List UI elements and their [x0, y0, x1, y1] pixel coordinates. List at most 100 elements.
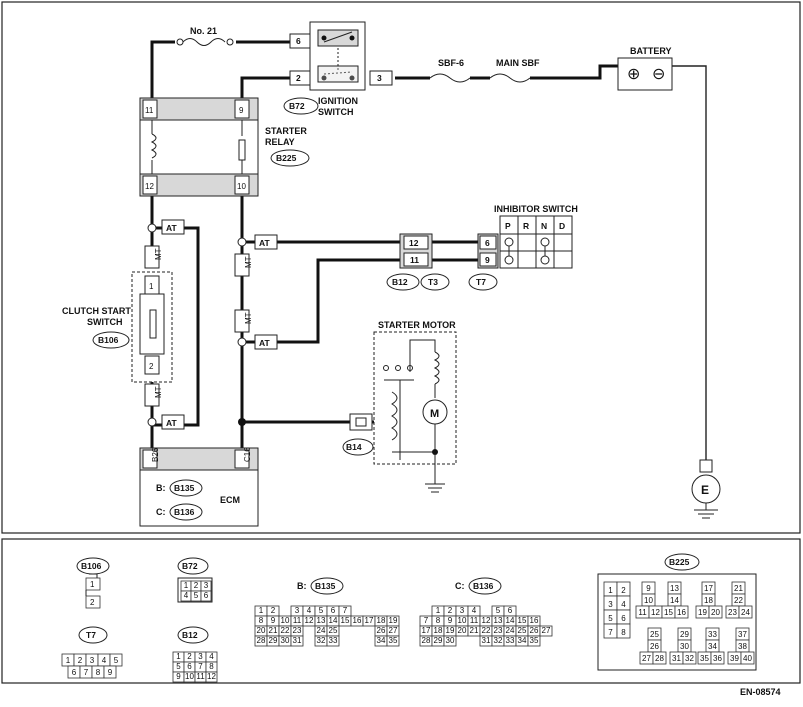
cv-b136-cell [539, 625, 553, 637]
relay-connector: B225 [276, 153, 297, 163]
cv-b12-pin: 4 [209, 652, 214, 661]
cv-b136-pin: 14 [506, 616, 515, 625]
pos-n: N [541, 221, 547, 231]
ecm-pin-b26: B26 [151, 447, 160, 462]
mt-tag: MT [154, 248, 163, 260]
junctions [147, 223, 247, 427]
harness-tags: AT AT AT AT MT MT MT MT [144, 219, 278, 430]
cv-t7-pin: 1 [66, 656, 71, 665]
connector-frame [1, 538, 801, 684]
relay-pin-9: 9 [239, 106, 244, 115]
cv-b135-pin: 16 [353, 616, 362, 625]
cv-b225-cell [710, 651, 725, 665]
inhibitor-switch: 12 11 6 9 P R N D INHIBITOR SWITCH B12 T… [386, 204, 578, 291]
cv-b135-pin: 15 [341, 616, 350, 625]
cv-b136-pin: 18 [434, 626, 443, 635]
cv-b136-pin: 24 [506, 626, 515, 635]
cv-b225-pin: 9 [646, 584, 651, 593]
conn-b12: B12 [392, 277, 408, 287]
pos-r: R [523, 221, 529, 231]
starter-motor: B14 STARTER MOTOR M [342, 320, 457, 493]
cv-b225-pin: 3 [608, 600, 613, 609]
relay-label-2: RELAY [265, 137, 295, 147]
cv-b136-pin: 34 [518, 636, 527, 645]
mt-tag: MT [244, 312, 253, 324]
cv-b12-cell [205, 671, 218, 683]
cv-b135-pin: 21 [269, 626, 278, 635]
cv-b225-cell [616, 623, 631, 639]
cv-b136-pin: 32 [494, 636, 503, 645]
cv-b225-pin: 23 [728, 608, 737, 617]
cv-b135-cell [326, 635, 340, 647]
ecm-pin-c16: C16 [243, 447, 252, 462]
cv-b135-pin: 12 [305, 616, 314, 625]
cv-b136-pin: 2 [448, 606, 453, 615]
cv-b135-pin: 33 [329, 636, 338, 645]
cv-t7-pin: 6 [72, 668, 77, 677]
cv-b136-pin: 17 [422, 626, 431, 635]
cv-b136-pin: 35 [530, 636, 539, 645]
cv-b135-pin: 27 [389, 626, 398, 635]
cv-b135-pin: 13 [317, 616, 326, 625]
battery-minus: ⊖ [652, 66, 665, 83]
ecm-label: ECM [220, 495, 240, 505]
ecm-conn-b136: B136 [174, 507, 195, 517]
cv-t7-pin: 8 [96, 668, 101, 677]
cv-t7-pin: 2 [78, 656, 83, 665]
cv-b135-pin: 14 [329, 616, 338, 625]
cv-b136-cell [443, 635, 457, 647]
cv-t7-pin: 5 [114, 656, 119, 665]
cv-b135-pin: 32 [317, 636, 326, 645]
cv-b136-pin: 12 [482, 616, 491, 625]
cv-b136-pin: 22 [482, 626, 491, 635]
cv-b135-pin: 5 [319, 606, 324, 615]
cv-b135-prefix: B: [297, 581, 307, 591]
cv-b225-pin: 18 [704, 596, 713, 605]
cv-b225-pin: 24 [741, 608, 750, 617]
cv-b225-cell [738, 605, 753, 619]
cv-b72-pin: 1 [184, 581, 189, 590]
cv-b225-pin: 6 [621, 614, 626, 623]
cv-b225-pin: 1 [608, 586, 613, 595]
cv-b135-pin: 18 [377, 616, 386, 625]
cv-b135-pin: 29 [269, 636, 278, 645]
cv-b225-pin: 35 [700, 654, 709, 663]
ign-label-1: IGNITION [318, 96, 358, 106]
cv-b136-pin: 28 [422, 636, 431, 645]
cv-b136-pin: 11 [470, 616, 479, 625]
cv-b12-pin: 3 [198, 652, 203, 661]
cv-b136-pin: 9 [448, 616, 453, 625]
cv-b135-pin: 6 [331, 606, 336, 615]
cv-b225-pin: 40 [743, 654, 752, 663]
cv-b225-pin: 15 [664, 608, 673, 617]
cv-b136-cell [527, 635, 541, 647]
inh-pin-6: 6 [485, 238, 490, 248]
cv-b135-pin: 3 [295, 606, 300, 615]
cv-b12-pin: 6 [187, 662, 192, 671]
pos-d: D [559, 221, 565, 231]
ign-label-2: SWITCH [318, 107, 354, 117]
starter-motor-label: STARTER MOTOR [378, 320, 456, 330]
inh-harness-pin-12: 12 [409, 238, 419, 248]
conn-t3: T3 [428, 277, 438, 287]
cv-b135-pin: 11 [293, 616, 302, 625]
mt-tag: MT [154, 386, 163, 398]
cv-t7-pin: 9 [108, 668, 113, 677]
cv-b135-pin: 8 [259, 616, 264, 625]
clutch-start-switch: 1 2 CLUTCH START SWITCH B106 [62, 271, 173, 383]
inh-pin-9: 9 [485, 255, 490, 265]
cv-b136-pin: 30 [446, 636, 455, 645]
cv-b72-pin: 2 [194, 581, 199, 590]
fusible-links: SBF-6 MAIN SBF [429, 58, 540, 83]
cv-b136-pin: 23 [494, 626, 503, 635]
cv-b225-pin: 29 [680, 630, 689, 639]
cv-b12-pin: 10 [185, 672, 194, 681]
cv-b136-pin: 10 [458, 616, 467, 625]
cv-b136-pin: 31 [482, 636, 491, 645]
cv-b135-cell [290, 635, 304, 647]
cv-b72-pin: 4 [184, 591, 189, 600]
cv-b225-pin: 14 [670, 596, 679, 605]
cv-b225-pin: 5 [608, 614, 613, 623]
motor-m: M [430, 408, 439, 420]
